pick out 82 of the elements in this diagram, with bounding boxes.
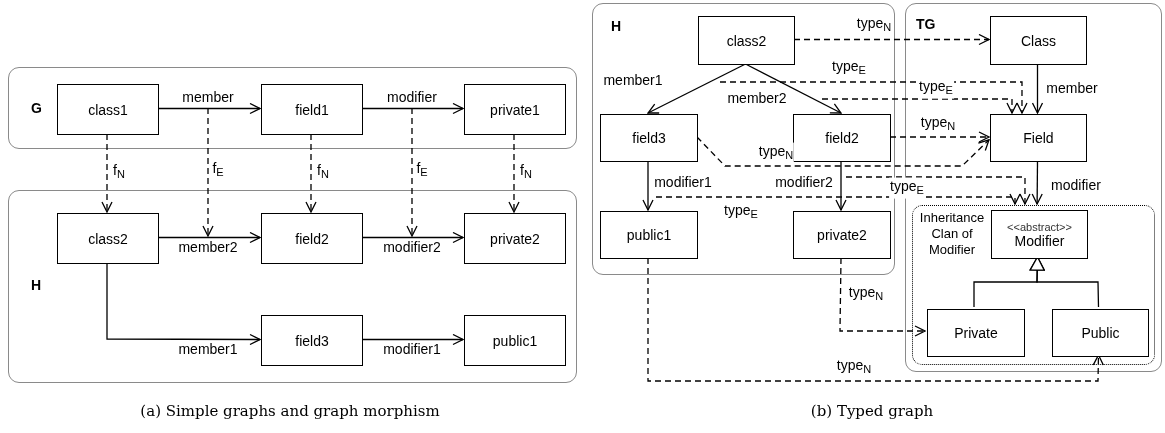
arrow [101, 133, 113, 213]
node-label: class2 [88, 230, 128, 247]
graph-title: H [611, 18, 622, 34]
arrow [845, 176, 1031, 205]
class-box [1052, 309, 1149, 357]
class-box [698, 16, 795, 65]
class-box [990, 16, 1087, 65]
node-label: field3 [632, 130, 666, 146]
arrow [1031, 63, 1044, 114]
class-box [57, 213, 159, 264]
node-label: private2 [490, 230, 540, 247]
arrow [361, 333, 464, 346]
arrow [157, 231, 261, 244]
arrow [719, 81, 1028, 114]
class-box [600, 211, 698, 259]
graph-frame [8, 67, 577, 149]
edge-label: member2 [726, 90, 788, 106]
class-box [793, 211, 891, 259]
group-title: Inheritance Clan of Modifier [918, 210, 986, 258]
class-box [57, 84, 159, 135]
edge-label: modifier2 [382, 239, 442, 255]
node-label: public1 [492, 332, 538, 349]
node-label: private2 [817, 227, 867, 243]
arrow [835, 160, 847, 211]
class-box [261, 213, 363, 264]
edge-label: modifier [386, 89, 438, 105]
node-label: field2 [825, 130, 859, 146]
node-label: class2 [726, 32, 767, 49]
edge-label: modifier1 [382, 341, 442, 357]
arrow [305, 133, 317, 213]
figure-caption: (b) Typed graph [810, 402, 934, 420]
class-box [464, 315, 566, 366]
arrow [361, 231, 464, 244]
graph-title: G [31, 100, 42, 116]
edge-label: member2 [177, 239, 239, 255]
arrow [1031, 160, 1043, 205]
graph-frame [8, 190, 577, 383]
arrow [647, 257, 1104, 382]
node-label: Public [1081, 325, 1120, 341]
arrow [157, 102, 261, 115]
node-label: Class [1021, 32, 1056, 49]
arrow [361, 102, 464, 115]
class-box [990, 114, 1087, 162]
arrow [508, 133, 520, 213]
class-box [464, 84, 566, 135]
node-label: field2 [295, 230, 329, 247]
node-label: Modifier [1014, 232, 1065, 249]
arrow [889, 131, 990, 143]
edge-label: modifier [1050, 177, 1102, 193]
edge-label: member [181, 89, 235, 105]
arrow [642, 160, 654, 211]
graph-title: TG [916, 16, 936, 32]
node-label: class1 [88, 101, 128, 118]
edge-label: type$_{E}$ [889, 177, 925, 199]
edge-label: modifier2 [774, 174, 834, 190]
node-label: Field [1023, 130, 1054, 146]
arrow [839, 257, 926, 337]
class-box [991, 210, 1088, 259]
arrow [655, 193, 1021, 205]
node-label: Private [954, 325, 998, 341]
edge-label: member1 [602, 72, 664, 88]
class-box [464, 213, 566, 264]
class-box [261, 315, 363, 366]
node-label: private1 [490, 101, 540, 118]
stereotype-label: <<abstract>> [1007, 220, 1072, 233]
class-box [261, 84, 363, 135]
edge-label: member [1045, 80, 1099, 96]
node-label: field3 [295, 332, 329, 349]
edge-label: member1 [177, 341, 239, 357]
arrow [793, 33, 990, 46]
edge-label: modifier1 [653, 174, 713, 190]
class-box [600, 114, 698, 162]
class-box [927, 309, 1025, 357]
node-label: public1 [626, 227, 672, 243]
arrow [696, 136, 990, 167]
arrow [821, 98, 1018, 114]
edge-label: type$_{N}$ [757, 142, 795, 164]
arrow [106, 262, 261, 346]
class-box [793, 114, 891, 162]
graph-title: H [31, 277, 42, 293]
figure-caption: (a) Simple graphs and graph morphism [140, 402, 440, 420]
node-label: field1 [295, 101, 329, 118]
